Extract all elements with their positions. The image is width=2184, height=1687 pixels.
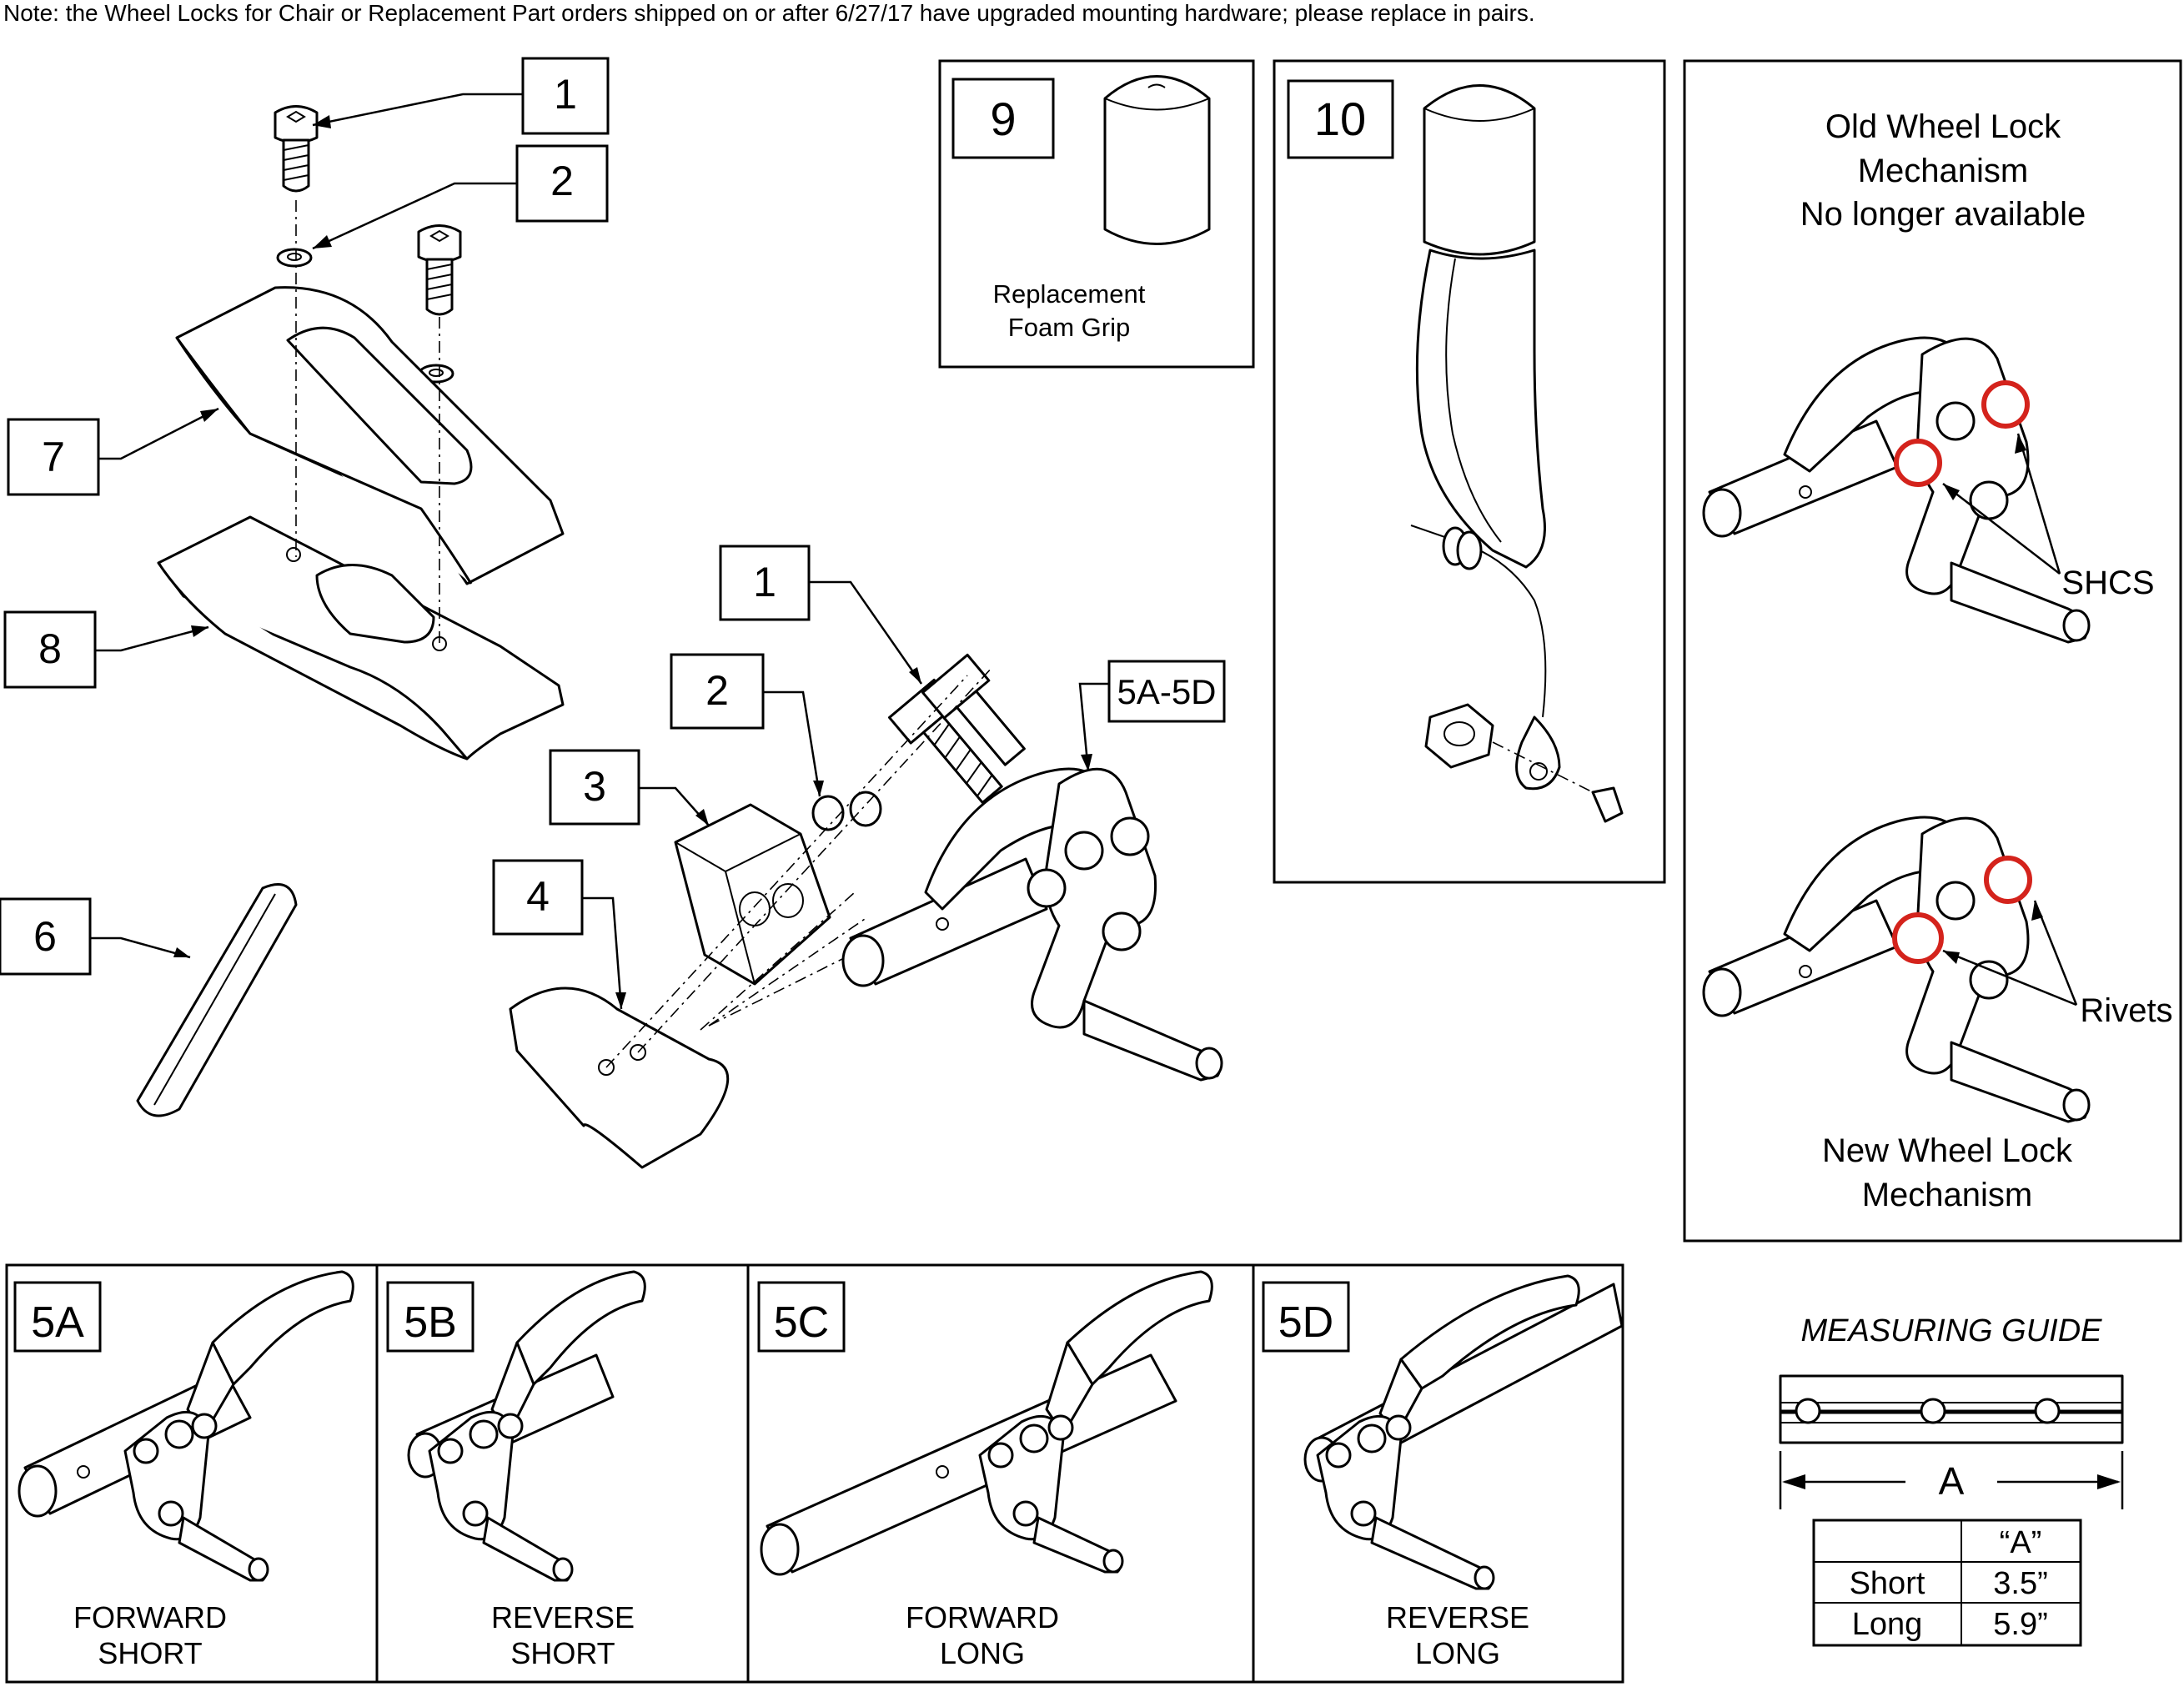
variant-5d: 5D REVERSE LONG <box>1262 1274 1624 1670</box>
new-rivet-highlight-1 <box>1984 856 2032 904</box>
dimension-a-label: A <box>1939 1459 1965 1503</box>
callout-10: 10 <box>1314 93 1366 145</box>
variant-5a-line-2: SHORT <box>98 1636 202 1670</box>
variant-5b-tag: 5B <box>404 1298 457 1347</box>
variant-5b: 5B REVERSE SHORT <box>386 1270 646 1670</box>
new-rivet-highlight-2 <box>1892 912 1944 964</box>
clamp-lower-part-8 <box>157 515 565 761</box>
callout-1-mid: 1 <box>753 559 776 605</box>
wheel-lock-comparison-panel: Old Wheel Lock Mechanism No longer avail… <box>1683 59 2182 1243</box>
measuring-tube <box>1779 1374 2124 1444</box>
new-mechanism-line-1: New Wheel Lock <box>1822 1132 2073 1169</box>
variant-5a-line-1: FORWARD <box>73 1600 227 1634</box>
callout-5a-5d: 5A-5D <box>1117 672 1216 711</box>
callout-4: 4 <box>526 873 550 920</box>
pad-part-6 <box>136 883 298 1117</box>
clamp-upper-part-7 <box>175 286 565 585</box>
old-mechanism-line-3: No longer available <box>1800 196 2086 233</box>
callout-7: 7 <box>42 434 65 480</box>
variant-5d-tag: 5D <box>1278 1298 1333 1347</box>
wheel-lock-part-5 <box>841 767 1223 1082</box>
variant-5c-tag: 5C <box>774 1298 829 1347</box>
callout-2-top: 2 <box>550 158 574 204</box>
screw-second-top <box>417 224 462 316</box>
variant-5d-line-1: REVERSE <box>1386 1600 1529 1634</box>
callout-9: 9 <box>990 93 1016 145</box>
measuring-guide-title: MEASURING GUIDE <box>1800 1313 2102 1348</box>
variant-5c-line-1: FORWARD <box>906 1600 1059 1634</box>
shcs-label: SHCS <box>2061 565 2154 601</box>
table-row-long-name: Long <box>1852 1607 1923 1642</box>
mid-mount-assembly <box>509 653 1223 1169</box>
old-wheel-lock-drawing <box>1702 336 2091 644</box>
table-row-short-value: 3.5” <box>1993 1566 2047 1601</box>
top-clamp-assembly <box>136 105 565 1117</box>
foam-grip-caption-1: Replacement <box>993 279 1146 309</box>
variant-5b-line-2: SHORT <box>510 1636 615 1670</box>
new-wheel-lock-drawing <box>1702 816 2091 1123</box>
block-part-3 <box>674 803 831 986</box>
screw-part-1-top <box>274 105 319 193</box>
panel-10-cable: 10 <box>1273 59 1666 884</box>
table-row-long-value: 5.9” <box>1993 1607 2047 1642</box>
table-header-a: “A” <box>2000 1525 2042 1560</box>
variant-5a: 5A FORWARD SHORT <box>13 1270 354 1670</box>
callout-6: 6 <box>33 913 57 960</box>
old-mechanism-line-1: Old Wheel Lock <box>1825 108 2061 145</box>
variant-5c-line-2: LONG <box>940 1636 1025 1670</box>
variant-5a-tag: 5A <box>31 1298 84 1347</box>
variant-5d-line-2: LONG <box>1415 1636 1500 1670</box>
callout-8: 8 <box>38 625 62 672</box>
callouts-exploded: 1 2 7 8 6 1 2 3 4 5A <box>0 57 1226 1010</box>
callout-3: 3 <box>583 763 606 810</box>
saddle-part-4 <box>509 987 730 1169</box>
variant-5b-line-1: REVERSE <box>491 1600 635 1634</box>
old-shcs-highlight-1 <box>1981 380 2030 429</box>
variant-5c: 5C FORWARD LONG <box>757 1270 1213 1670</box>
washer-part-2-mid <box>811 795 845 831</box>
callout-2-mid: 2 <box>705 667 729 714</box>
variants-strip: 5A FORWARD SHORT 5B <box>5 1263 1624 1684</box>
old-mechanism-line-2: Mechanism <box>1858 153 2029 189</box>
callout-1-top: 1 <box>554 71 577 118</box>
measuring-guide: MEASURING GUIDE A “A” Short 3.5” Long 5.… <box>1779 1313 2124 1647</box>
note-text: Note: the Wheel Locks for Chair or Repla… <box>3 0 1535 26</box>
new-mechanism-line-2: Mechanism <box>1862 1177 2033 1213</box>
panel-9-foam-grip: 9 Replacement Foam Grip <box>938 59 1255 369</box>
rivets-label: Rivets <box>2080 992 2172 1029</box>
washer-part-2-top <box>276 248 313 268</box>
measurement-table: “A” Short 3.5” Long 5.9” <box>1812 1519 2082 1647</box>
foam-grip-caption-2: Foam Grip <box>1008 313 1130 342</box>
table-row-short-name: Short <box>1850 1566 1925 1601</box>
old-shcs-highlight-2 <box>1894 439 1942 487</box>
